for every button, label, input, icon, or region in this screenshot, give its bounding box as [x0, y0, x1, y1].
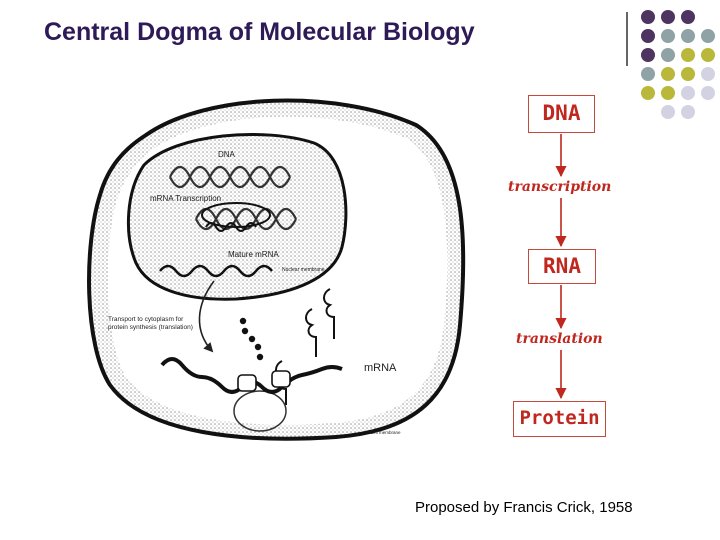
dot-row-4	[641, 67, 715, 81]
ribosome	[233, 390, 287, 432]
rna-box: RNA	[528, 249, 596, 284]
dot-row-6	[661, 105, 695, 119]
caption: Proposed by Francis Crick, 1958	[415, 499, 633, 516]
transport-arrow	[198, 280, 215, 353]
label-transport-line-1: Transport to cytoplasm for	[108, 316, 184, 323]
label-mature-mrna: Mature mRNA	[228, 250, 279, 259]
label-mrna-transcription: mRNA Transcription	[150, 194, 221, 203]
protein-box: Protein	[513, 401, 606, 437]
label-nuclear-membrane: Nuclear membrane	[282, 267, 325, 273]
transcription-label: transcription	[508, 179, 612, 195]
title-divider	[626, 12, 628, 66]
free-amino-acid-chain	[239, 317, 264, 361]
cell-illustration: DNA mRNA Transcription Mature mRNA Nucle…	[87, 98, 466, 441]
dot-row-1	[641, 10, 695, 24]
dna-box: DNA	[528, 95, 595, 133]
label-mrna: mRNA	[364, 362, 397, 374]
mature-mrna-strand	[159, 264, 273, 278]
dna-double-helix	[169, 165, 297, 231]
translation-label: translation	[516, 331, 603, 347]
label-dna: DNA	[218, 150, 236, 159]
transcription-bubble	[201, 202, 271, 232]
dot-row-2	[641, 29, 715, 43]
dot-row-3	[641, 48, 715, 62]
label-cell-membrane: Cell membrane	[370, 430, 401, 435]
label-transport-line-2: protein synthesis (translation)	[108, 324, 193, 331]
dot-row-5	[641, 86, 715, 100]
slide-title: Central Dogma of Molecular Biology	[44, 18, 475, 46]
ribosome-units	[237, 370, 291, 392]
